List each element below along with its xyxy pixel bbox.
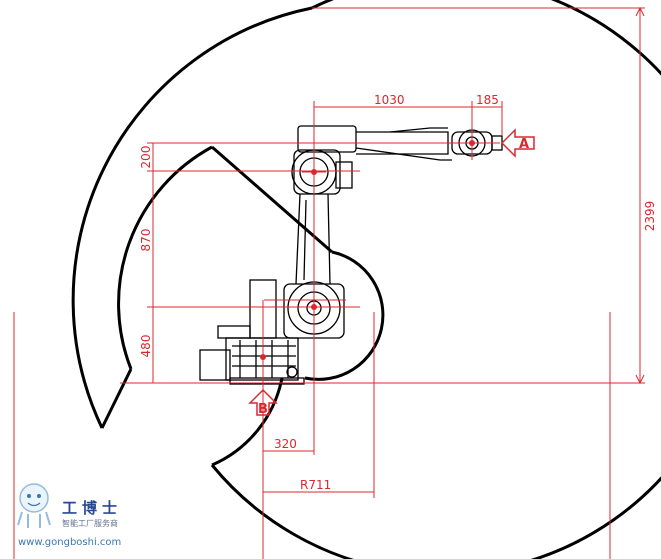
dim-200-text: 200 <box>139 146 153 169</box>
view-b-marker: B <box>248 388 278 417</box>
robot-outline <box>199 125 503 385</box>
dim-2399-text: 2399 <box>643 201 657 232</box>
wrist-center-dot <box>469 140 475 146</box>
base-bolt <box>286 366 298 378</box>
watermark-url: www.gongboshi.com <box>18 537 121 548</box>
forearm-taper <box>389 127 448 133</box>
watermark-brand: 工博士 <box>62 499 122 517</box>
shoulder-center-dot <box>311 304 317 310</box>
base-plate <box>229 377 305 385</box>
view-a-label: A <box>519 137 529 152</box>
watermark-tagline: 智能工厂服务商 <box>62 518 118 528</box>
forearm-lower <box>355 147 452 161</box>
dimension-lines <box>13 6 645 559</box>
mascot-logo-icon <box>17 483 51 528</box>
upper-arm-left <box>295 193 301 285</box>
arm-centerline <box>264 142 500 301</box>
elbow-box <box>293 149 341 195</box>
dim-320-text: 320 <box>274 437 297 451</box>
lower-lobe <box>211 377 284 467</box>
base-housing <box>225 337 299 381</box>
outer-reach-arc-left <box>71 6 313 429</box>
dim-480-text: 480 <box>139 335 153 358</box>
dim-185-text: 185 <box>476 93 499 107</box>
dim-870-text: 870 <box>139 229 153 252</box>
upper-arm-inner <box>303 199 307 281</box>
shoulder-notch <box>211 145 333 254</box>
view-b-label: B <box>258 402 268 417</box>
upper-arm-right <box>327 193 331 285</box>
view-a-marker: A <box>500 128 535 158</box>
work-envelope <box>71 0 661 559</box>
base-center-dot <box>260 354 266 360</box>
elbow-center-dot <box>311 169 317 175</box>
outer-reach-arc <box>210 0 661 559</box>
inner-arc-base <box>304 250 385 381</box>
view-b-arrow <box>248 388 278 416</box>
watermark: 工博士 智能工厂服务商 www.gongboshi.com <box>17 483 122 548</box>
dim-top-ext <box>313 101 503 175</box>
base-foot <box>199 349 231 381</box>
axis1-motor <box>217 325 251 339</box>
dim-r711-text: R711 <box>300 478 331 492</box>
elbow-motor <box>335 161 353 189</box>
dim-1030-text: 1030 <box>374 93 405 107</box>
dim-2399-arrows <box>635 6 645 385</box>
joint-centers <box>260 140 475 360</box>
envelope-left-edge <box>100 368 133 429</box>
view-a-arrow <box>500 128 535 158</box>
inner-arc-left <box>117 145 213 370</box>
forearm <box>297 125 357 153</box>
